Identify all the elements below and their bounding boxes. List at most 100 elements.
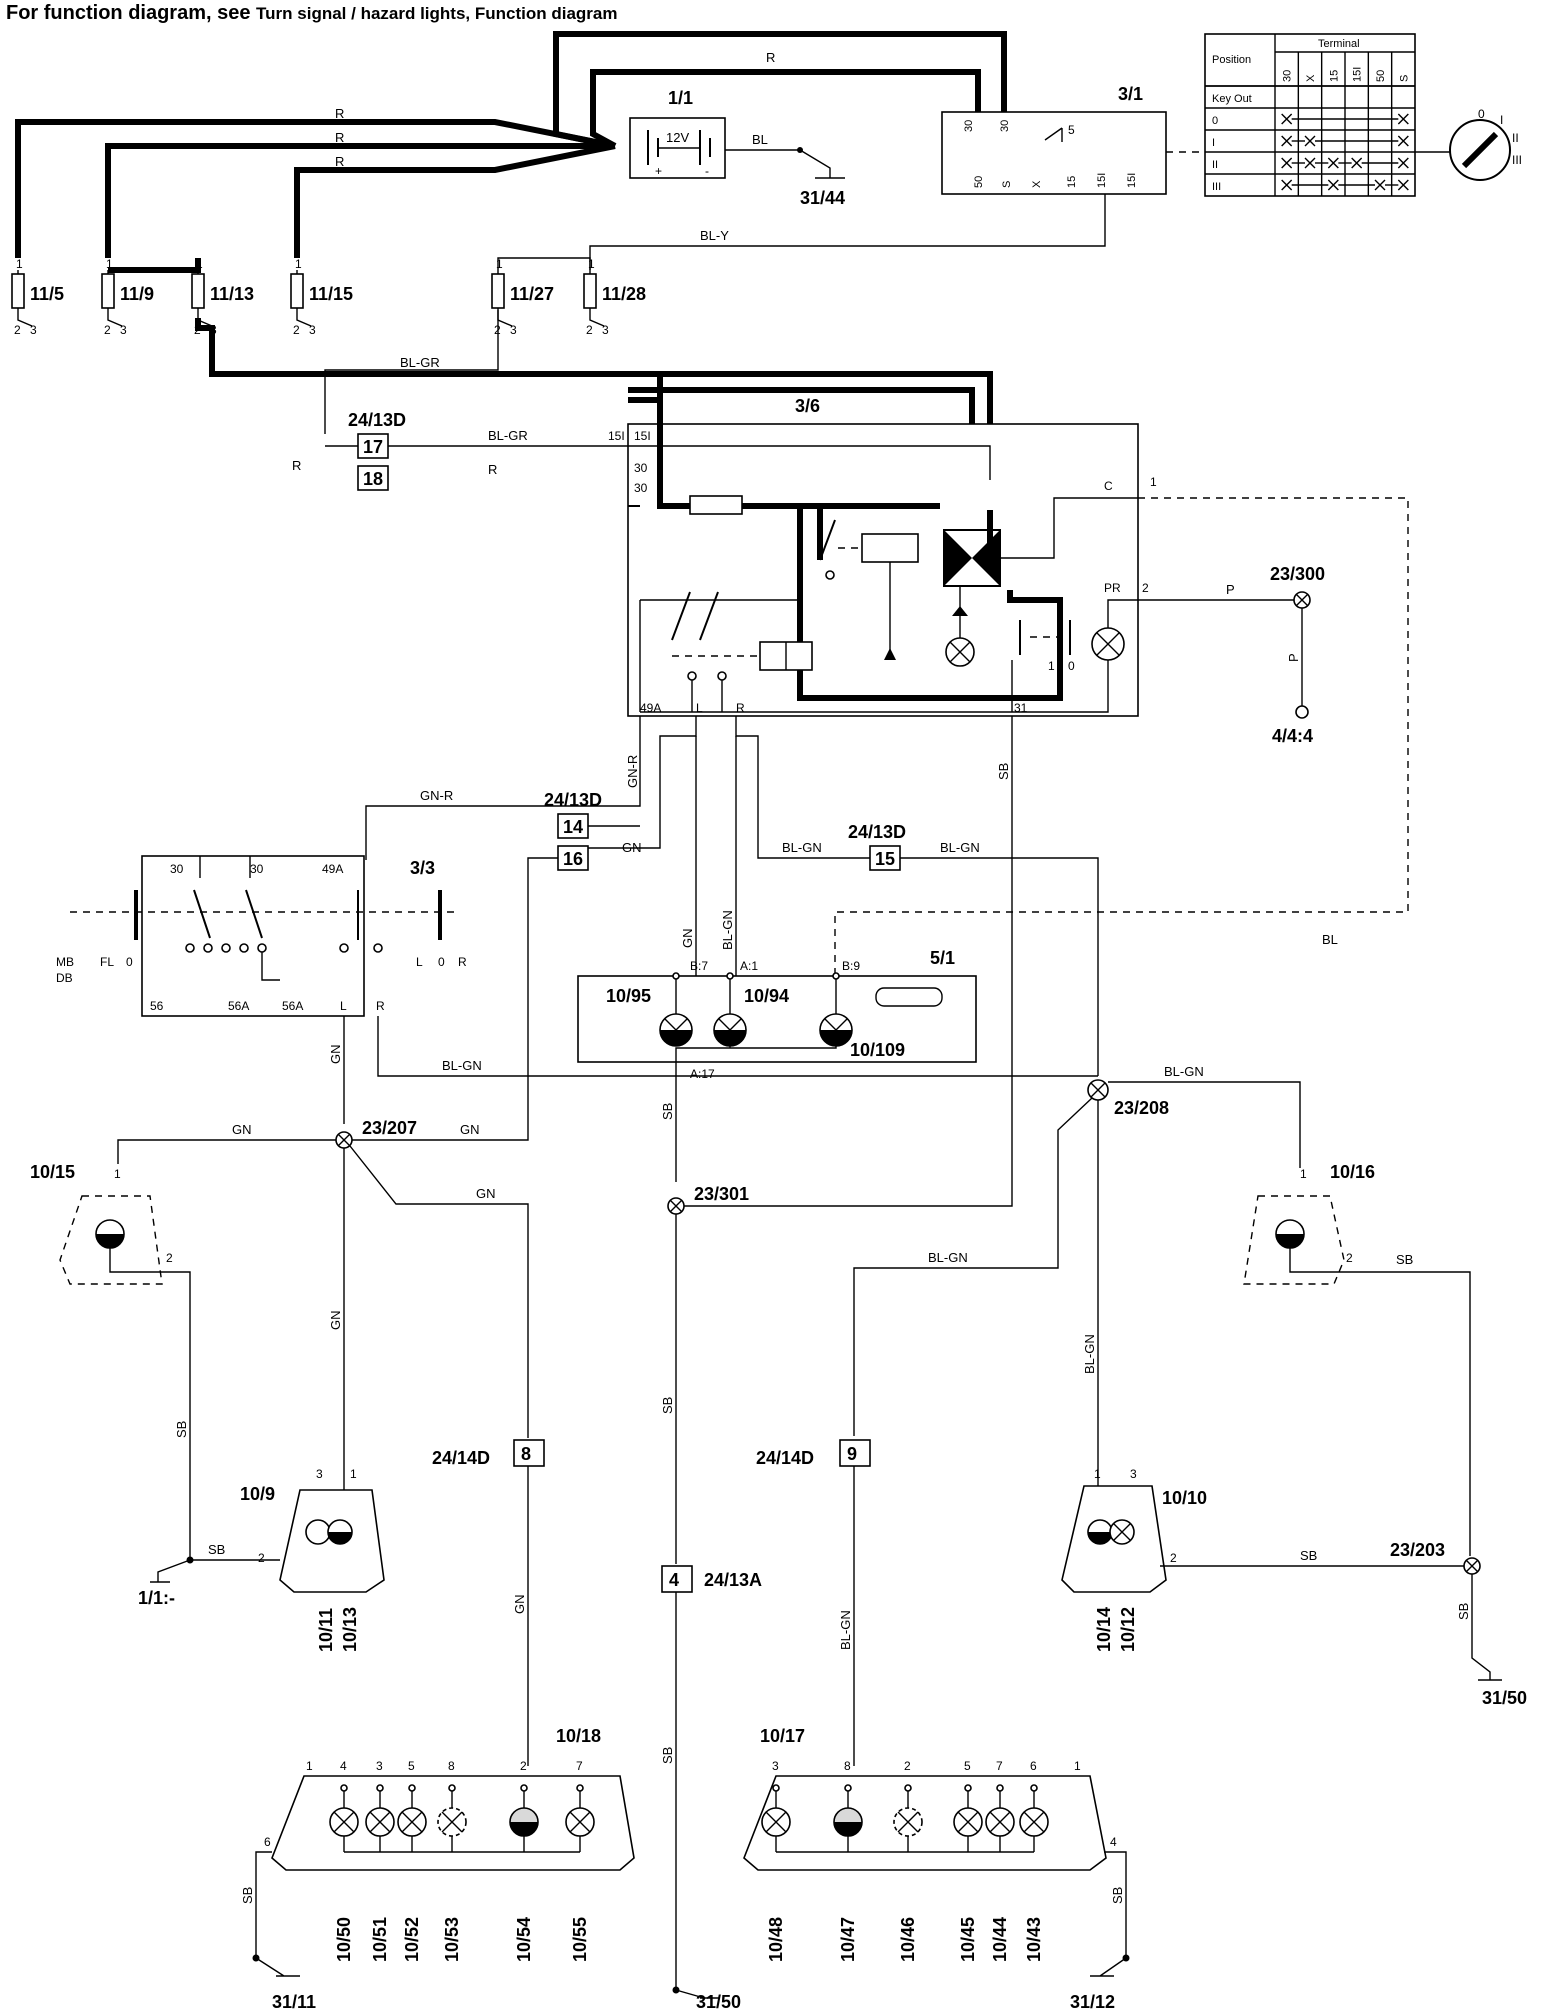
switch-term-56: 56 <box>150 999 164 1013</box>
connector-24-13d-c: 24/13D 15 <box>848 822 906 871</box>
battery-minus: - <box>705 164 709 178</box>
table-row-label: I <box>1212 137 1215 149</box>
splice-23-301: 23/301 <box>667 1184 749 1215</box>
fuse-pin-3: 3 <box>30 323 37 337</box>
svg-text:24/14D: 24/14D <box>756 1448 814 1468</box>
wire-bl-gn-b: BL-GN <box>940 840 980 855</box>
splice-23-207: 23/207 <box>335 1118 417 1149</box>
table-col-4: 50 <box>1375 70 1387 82</box>
indicator-10-95: 10/95 <box>606 986 651 1006</box>
key-pos-2: II <box>1512 131 1519 145</box>
wire-bl-gr-a: BL-GR <box>400 355 440 370</box>
ign-term-30a: 30 <box>963 120 975 132</box>
wire-bl-gn-a: BL-GN <box>782 840 822 855</box>
wire-gn-109: GN <box>328 1311 343 1331</box>
ign-term-50: 50 <box>973 176 985 188</box>
rear-lamp-pin: 5 <box>964 1759 971 1773</box>
cluster-indicator-lamp <box>819 972 853 1047</box>
cluster-term-a1: A:1 <box>740 959 758 973</box>
ground-31-11: 31/11 <box>272 1992 316 2010</box>
rear-lamp-label: 10/46 <box>898 1917 918 1962</box>
svg-text:23/203: 23/203 <box>1390 1540 1445 1560</box>
relay-term-10-num: 1 <box>1150 475 1157 489</box>
fuse-pin-1: 1 <box>106 257 113 271</box>
wire-bl-dash: BL <box>1322 932 1338 947</box>
svg-text:10/14: 10/14 <box>1094 1607 1114 1652</box>
turn-signal-relay[interactable]: 3/6 15I 15I 30 30 C 1 <box>608 396 1157 717</box>
table-mark <box>1397 157 1409 169</box>
rear-lamp-pin: 7 <box>996 1759 1003 1773</box>
wire-bl-gn-cluster: BL-GN <box>720 910 735 950</box>
wire-gn-1418: GN <box>476 1186 496 1201</box>
rear-lamp-label: 10/51 <box>370 1917 390 1962</box>
table-mark <box>1351 157 1363 169</box>
wire-bl-gn-switch: BL-GN <box>442 1058 482 1073</box>
lamp-10-10: 10/10 1 3 2 10/14 10/12 <box>1061 1467 1207 1652</box>
cluster-term-b9: B:9 <box>842 959 860 973</box>
turn-signal-switch[interactable]: 3/3 30 30 49A 56 56A 56A L R MB DB FL 0 … <box>56 855 467 1017</box>
rear-lamp-pin: 2 <box>520 1759 527 1773</box>
ign-term-30b: 30 <box>999 120 1011 132</box>
wire-sb-1016: SB <box>1396 1252 1413 1267</box>
title-link[interactable]: Turn signal / hazard lights, Function di… <box>256 4 618 23</box>
wire-gn-cluster: GN <box>680 929 695 949</box>
rear-lamp: 710/44 <box>985 1759 1015 1962</box>
ign-term-5: 5 <box>1068 123 1075 137</box>
rear-lamp-label: 10/47 <box>838 1917 858 1962</box>
connector-24-13d-b: 24/13D 14 16 <box>544 790 602 871</box>
ground-31-50-b: 31/50 <box>1482 1688 1527 1708</box>
rear-lamp: 310/48 <box>761 1759 791 1962</box>
ground-31-50-a: 31/50 <box>696 1992 741 2010</box>
rear-lamp-pin: 2 <box>904 1759 911 1773</box>
lamp-10-18-pin6: 6 <box>264 1835 271 1849</box>
svg-text:24/13A: 24/13A <box>704 1570 762 1590</box>
lamp-10-16: 10/16 1 2 <box>1243 1162 1375 1285</box>
relay-term-2: 2 <box>1142 581 1149 595</box>
switch-db: DB <box>56 971 73 985</box>
instrument-cluster[interactable]: 5/1 B:7 A:1 B:9 A:17 10/95 10/94 10/109 <box>577 948 977 1081</box>
table-mark <box>1304 157 1316 169</box>
wire-sb-301: SB <box>660 1397 675 1414</box>
conn-24-13d-c-label: 24/13D <box>848 822 906 842</box>
lamp-10-9-pin1: 1 <box>350 1467 357 1481</box>
rear-lamp: 610/43 <box>1019 1759 1049 1962</box>
switch-pos-0: 0 <box>438 955 445 969</box>
rear-lamp: 2 10/46 <box>893 1759 923 1962</box>
ignition-label: 3/1 <box>1118 84 1143 104</box>
svg-text:10/18: 10/18 <box>556 1726 601 1746</box>
switch-term-56a-a: 56A <box>228 999 249 1013</box>
switch-term-30b: 30 <box>250 862 264 876</box>
battery[interactable]: 12V + - 1/1 <box>629 88 726 179</box>
rear-lamp-label: 10/45 <box>958 1917 978 1962</box>
ign-term-x: X <box>1031 180 1043 188</box>
svg-text:10/11: 10/11 <box>316 1608 336 1652</box>
lamp-10-10-pin3: 3 <box>1130 1467 1137 1481</box>
wire-r-top: R <box>766 50 775 65</box>
relay-switch-1: 1 <box>1048 659 1055 673</box>
lamp-10-15: 10/15 1 2 <box>30 1162 173 1285</box>
table-col-3: 15I <box>1352 67 1364 82</box>
connector-24-14d-a: 24/14D 8 <box>432 1439 545 1468</box>
switch-term-56a-b: 56A <box>282 999 303 1013</box>
ref-1-1-minus: 1/1:- <box>138 1588 175 1608</box>
rear-lamp: 210/54 <box>509 1759 539 1962</box>
relay-label: 3/6 <box>795 396 820 416</box>
wire-sb-1018: SB <box>240 1887 255 1904</box>
fuse-label: 11/15 <box>309 284 353 304</box>
table-row-label: III <box>1212 181 1221 193</box>
indicator-10-94: 10/94 <box>744 986 789 1006</box>
fuse-label: 11/13 <box>210 284 254 304</box>
svg-text:10/15: 10/15 <box>30 1162 75 1182</box>
table-mark <box>1281 157 1293 169</box>
wire-sb-cluster: SB <box>660 1103 675 1120</box>
switch-pos-l: L <box>416 955 423 969</box>
cluster-term-a17: A:17 <box>690 1067 715 1081</box>
fuse-label: 11/5 <box>30 284 64 304</box>
cluster-term-b7: B:7 <box>690 959 708 973</box>
wire-p-b: P <box>1286 653 1301 662</box>
ignition-switch[interactable]: 3/1 30 30 5 50 S X 15 15I 15I <box>941 84 1167 195</box>
pin-14: 14 <box>563 817 583 837</box>
lamp-10-17-pin4: 4 <box>1110 1835 1117 1849</box>
